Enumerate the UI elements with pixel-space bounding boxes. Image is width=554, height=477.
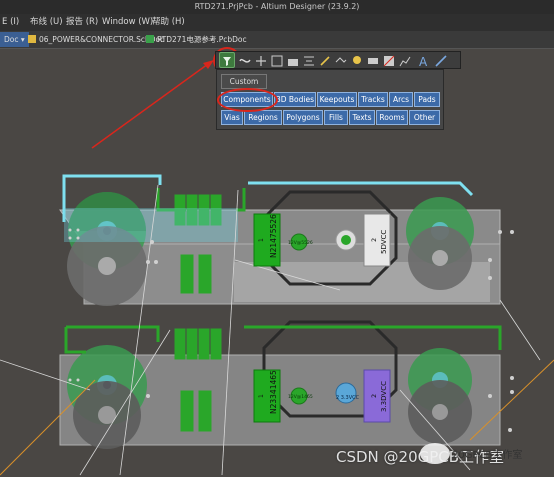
tab-pcbdoc-label: RTD271电源参考.PcbDoc <box>157 35 247 44</box>
document-tab-bar: Doc ▾ 06_POWER&CONNECTOR.SchDoc RTD271电源… <box>0 31 554 49</box>
hole-left-bottom <box>67 345 147 449</box>
selected-track[interactable] <box>62 174 474 222</box>
filter-texts-button[interactable]: Texts <box>349 110 375 125</box>
filter-tracks-button[interactable]: Tracks <box>358 92 388 107</box>
hole-right-top <box>406 197 474 290</box>
svg-text:A: A <box>419 55 428 68</box>
orange-line <box>0 379 96 476</box>
component-3v3dvcc-net: 3.3DVCC <box>380 381 388 412</box>
component-bottom-pin: 1 <box>258 394 265 398</box>
line-icon[interactable] <box>434 53 448 67</box>
pad-12v-top-label: 12V@5526 <box>288 240 313 246</box>
paint-icon[interactable] <box>366 53 380 67</box>
copper-traces-top <box>156 188 246 294</box>
filter-3d-bodies-button[interactable]: 3D Bodies <box>274 92 316 107</box>
pen-icon[interactable] <box>318 53 332 67</box>
pad-12v-top[interactable]: 12V@5526 <box>288 233 313 251</box>
graph-icon[interactable] <box>398 53 412 67</box>
cross-icon[interactable] <box>254 53 268 67</box>
pcb-canvas[interactable]: 1 N21475526 12V@5526 2 5DVCC 1 N23341465… <box>0 48 554 477</box>
pad-12v-bottom-label: 12V@1465 <box>288 394 313 400</box>
tab-pcbdoc[interactable]: RTD271电源参考.PcbDoc <box>142 32 251 47</box>
red-arrow <box>91 63 209 149</box>
component-5dvcc-net: 5DVCC <box>380 230 388 254</box>
filter-custom-button[interactable]: Custom <box>221 74 267 89</box>
menu-item-window[interactable]: Window (W) <box>102 17 154 27</box>
component-n21475526[interactable]: 1 N21475526 <box>253 213 281 267</box>
ratsnest-lines <box>0 184 541 476</box>
component-n23341465[interactable]: 1 N23341465 <box>253 369 281 423</box>
pad-5dvcc-top[interactable] <box>335 229 357 251</box>
route-icon[interactable] <box>238 53 252 67</box>
filter-polygons-button[interactable]: Polygons <box>283 110 323 125</box>
wechat-icon <box>420 443 450 464</box>
hole-left-top <box>67 192 147 306</box>
schematic-icon <box>28 35 36 43</box>
pcb-icon <box>146 35 154 43</box>
wechat-watermark: 20GPCB工作室 <box>452 450 523 461</box>
component-3v3dvcc[interactable]: 2 3.3DVCC <box>363 369 391 423</box>
filter-icon[interactable] <box>219 52 235 68</box>
filter-arcs-button[interactable]: Arcs <box>389 92 413 107</box>
component-5dvcc[interactable]: 2 5DVCC <box>363 213 391 267</box>
component-bottom-ref: N23341465 <box>269 370 278 414</box>
bulb-icon[interactable] <box>350 53 364 67</box>
filter-other-button[interactable]: Other <box>409 110 440 125</box>
active-bar-toolbar: A <box>215 51 461 69</box>
menu-bar: E (I) 布线 (U) 报告 (R) Window (W) 帮助 (H) <box>0 14 554 31</box>
orange-line-right <box>469 359 554 441</box>
components-highlight <box>217 88 278 112</box>
angle-icon[interactable] <box>334 53 348 67</box>
menu-item-route[interactable]: 布线 (U) <box>30 17 63 27</box>
pad-3v3-bottom-label: 2 3.3VCC <box>336 395 360 401</box>
tab-doc-menu-label: Doc ▾ <box>4 35 25 44</box>
menu-item-edit[interactable]: E (I) <box>2 17 20 27</box>
tab-doc-menu[interactable]: Doc ▾ <box>0 32 29 47</box>
red-arrowhead <box>203 60 214 69</box>
filter-pads-button[interactable]: Pads <box>414 92 440 107</box>
filter-keepouts-button[interactable]: Keepouts <box>317 92 357 107</box>
hole-right-bottom <box>408 348 472 444</box>
menu-item-help[interactable]: 帮助 (H) <box>152 17 185 27</box>
filter-vias-button[interactable]: Vias <box>221 110 243 125</box>
tab-schdoc-label: 06_POWER&CONNECTOR.SchDoc <box>39 35 165 44</box>
component-top-ref: N21475526 <box>269 214 278 258</box>
via-grid <box>68 228 514 432</box>
component-3v3dvcc-pin: 2 <box>370 394 378 398</box>
tab-schdoc[interactable]: 06_POWER&CONNECTOR.SchDoc <box>24 32 168 47</box>
component-top-pin: 1 <box>258 238 265 242</box>
text-icon[interactable]: A <box>416 53 430 69</box>
filter-rooms-button[interactable]: Rooms <box>376 110 408 125</box>
component-5dvcc-pin: 2 <box>370 238 378 242</box>
window-title: RTD271.PrjPcb - Altium Designer (23.9.2) <box>0 0 554 14</box>
polygon-icon[interactable] <box>382 53 396 67</box>
filter-regions-button[interactable]: Regions <box>244 110 282 125</box>
copper-traces-bottom <box>64 325 502 432</box>
pad-12v-bottom[interactable]: 12V@1465 <box>288 387 313 405</box>
align-icon[interactable] <box>302 53 316 67</box>
rect-select-icon[interactable] <box>270 53 284 67</box>
filter-fills-button[interactable]: Fills <box>324 110 348 125</box>
menu-item-reports[interactable]: 报告 (R) <box>66 17 99 27</box>
place-icon[interactable] <box>286 53 300 67</box>
pad-3v3-bottom[interactable]: 2 3.3VCC <box>335 382 360 404</box>
